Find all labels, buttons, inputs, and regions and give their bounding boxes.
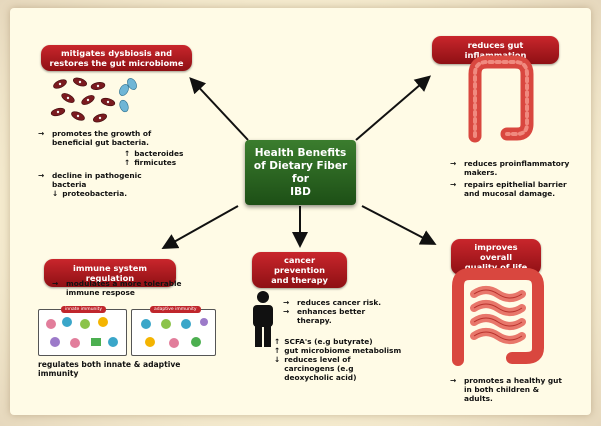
immune-title: immune system regulation: [44, 259, 176, 287]
center-title-line: IBD: [290, 185, 311, 198]
quality-text: →promotes a healthy gut in both children…: [450, 376, 562, 403]
microbiome-title: mitigates dysbiosis and restores the gut…: [41, 45, 192, 71]
arrow-to-inflammation: [355, 75, 432, 141]
immune-caption: regulates both innate & adaptive immunit…: [38, 360, 181, 378]
adaptive-immunity-label: adaptive immunity: [150, 306, 201, 313]
innate-cells-icon: [46, 317, 118, 348]
colon-illustration: [468, 55, 534, 143]
arrow-to-microbiome: [189, 77, 249, 141]
adaptive-immunity-box: adaptive immunity: [131, 306, 216, 356]
inflammation-text: →reduces proinflammatory makers. →repair…: [450, 159, 570, 198]
center-title-line: of Dietary Fiber for: [253, 159, 348, 185]
arrow-to-immune: [161, 205, 239, 249]
bacteria-illustration: [50, 77, 137, 123]
person-icon: [253, 291, 273, 347]
cancer-text: →reduces cancer risk. →enhances better t…: [283, 298, 382, 325]
innate-immunity-label: innate immunity: [61, 306, 107, 313]
adaptive-cells-icon: [141, 318, 208, 348]
center-title-line: Health Benefits: [254, 146, 347, 159]
center-title-box: Health Benefits of Dietary Fiber for IBD: [245, 140, 356, 205]
microbiome-text: →promotes the growth of beneficial gut b…: [38, 129, 184, 198]
cancer-title: cancer prevention and therapy: [252, 252, 347, 288]
arrow-to-quality: [361, 205, 437, 245]
immune-text: →modulates a more tolerable immune respo…: [52, 279, 182, 297]
intestine-illustration: [452, 268, 544, 366]
innate-immunity-box: innate immunity: [38, 306, 127, 356]
cancer-mechanisms: ↑SCFA's (e.g butyrate) ↑gut microbiome m…: [274, 337, 402, 382]
